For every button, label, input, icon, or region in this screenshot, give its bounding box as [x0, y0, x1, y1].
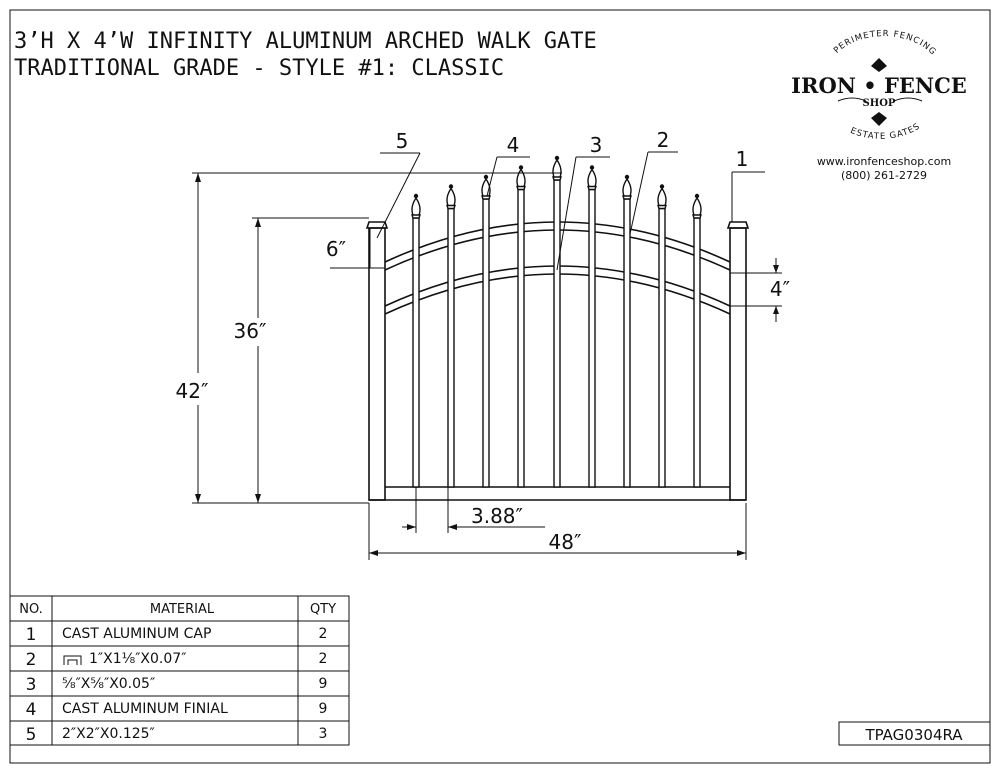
- fleur-icon: [871, 112, 887, 126]
- bom-row-4-material: CAST ALUMINUM FINIAL: [62, 701, 228, 717]
- picket: [623, 198, 631, 488]
- dim-arch-rise: 6″: [326, 237, 346, 261]
- finial-tip: [448, 184, 454, 189]
- picket: [517, 188, 525, 488]
- finial: [692, 196, 702, 219]
- finial: [657, 187, 667, 210]
- bom-row-1-material: CAST ALUMINUM CAP: [62, 626, 211, 642]
- bom-header-qty: QTY: [310, 602, 336, 617]
- bom-row-5-no: 5: [26, 725, 37, 745]
- finial-tip: [624, 174, 630, 180]
- gate-post-right: [729, 227, 747, 501]
- part-number-box: [838, 721, 991, 746]
- callout-3: 3: [590, 133, 603, 157]
- callout-2: 2: [657, 128, 670, 152]
- title-line-1: 3’H X 4’W INFINITY ALUMINUM ARCHED WALK …: [14, 29, 597, 54]
- bom-row-1-no: 1: [26, 625, 37, 645]
- post-cap-right: [726, 221, 750, 229]
- finial-tip: [413, 193, 419, 199]
- finial: [411, 196, 421, 219]
- finial: [587, 168, 597, 191]
- picket: [412, 217, 420, 488]
- finial-tip: [518, 165, 524, 170]
- finial-tip: [554, 155, 560, 161]
- dimension-lines: 42″ 36″ 6″ 4″ 3.88″ 48″: [176, 172, 790, 560]
- part-number: TPAG0304RA: [864, 726, 963, 744]
- finial-tip: [589, 165, 595, 170]
- fleur-icon: [871, 58, 887, 72]
- bom-header-material: MATERIAL: [150, 602, 215, 617]
- picket: [658, 207, 666, 488]
- bom-row-2-qty: 2: [319, 651, 328, 667]
- bom-row-5-material: 2″X2″X0.125″: [62, 726, 155, 742]
- logo-arc-bottom-text: ESTATE GATES: [849, 121, 923, 141]
- bom-table: NO. MATERIAL QTY 1 CAST ALUMINUM CAP 2 2…: [9, 595, 350, 746]
- bom-row-3-qty: 9: [319, 676, 328, 692]
- iron-fence-shop-logo: PERIMETER FENCING IRON • FENCE SHOP ESTA…: [791, 29, 967, 142]
- bom-row-1-qty: 2: [319, 626, 328, 642]
- finial-tip: [694, 193, 700, 199]
- callout-5: 5: [396, 129, 409, 153]
- finial: [446, 187, 456, 210]
- channel-profile-icon: [63, 655, 82, 665]
- dim-picket-spacing: 3.88″: [471, 504, 523, 528]
- logo-swirl-lines: [837, 97, 923, 102]
- bom-row-3-material: ⅝″X⅝″X0.05″: [62, 676, 155, 692]
- dim-height-overall: 42″: [176, 379, 209, 403]
- finial: [516, 168, 526, 191]
- callout-1: 1: [736, 147, 749, 171]
- finial: [622, 177, 632, 200]
- logo-arc-top-text: PERIMETER FENCING: [832, 29, 938, 58]
- bom-row-2-material: 1″X1⅛″X0.07″: [89, 651, 186, 667]
- dim-height-post: 36″: [234, 319, 267, 343]
- picket: [693, 217, 701, 488]
- dim-rail-gap: 4″: [770, 277, 790, 301]
- callout-4: 4: [507, 133, 520, 157]
- gate-elevation: [365, 155, 750, 501]
- bom-row-4-qty: 9: [319, 701, 328, 717]
- title-line-2: TRADITIONAL GRADE - STYLE #1: CLASSIC: [14, 56, 504, 81]
- dim-width: 48″: [549, 530, 582, 554]
- picket: [553, 179, 561, 488]
- bom-row-3-no: 3: [26, 675, 37, 695]
- picket: [588, 188, 596, 488]
- finial: [552, 158, 562, 181]
- logo-wordmark: IRON • FENCE: [791, 73, 967, 98]
- bom-row-5-qty: 3: [319, 726, 328, 742]
- picket: [482, 198, 490, 488]
- gate-post-left: [368, 227, 386, 501]
- sheet-border: [9, 9, 991, 764]
- website-text: www.ironfenceshop.com: [817, 155, 951, 168]
- callouts: 5 4 3 2 1: [376, 128, 765, 271]
- finial-tip: [483, 174, 489, 180]
- bom-row-2-no: 2: [26, 650, 37, 670]
- bom-row-4-no: 4: [26, 700, 37, 720]
- picket: [447, 207, 455, 488]
- phone-text: (800) 261-2729: [841, 169, 927, 182]
- finial-tip: [659, 184, 665, 189]
- pickets: [411, 155, 702, 488]
- bom-header-no: NO.: [19, 602, 43, 617]
- logo-shop: SHOP: [863, 98, 896, 109]
